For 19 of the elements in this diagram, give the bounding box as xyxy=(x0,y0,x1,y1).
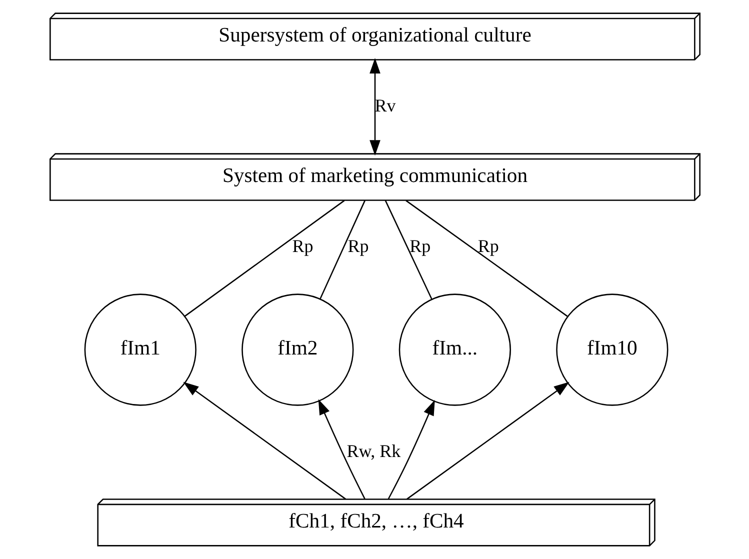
node-circle: fIm... xyxy=(398,294,510,406)
connector xyxy=(184,200,344,317)
arrow xyxy=(182,382,346,500)
arrow xyxy=(406,382,569,500)
edge-label: Rw, Rk xyxy=(346,441,400,462)
edge-label: Rp xyxy=(347,236,368,256)
node-circle: fIm10 xyxy=(556,294,668,406)
arrow xyxy=(369,58,380,156)
arrow xyxy=(387,400,434,500)
node-circle: fIm1 xyxy=(84,294,196,406)
edge-label: Rv xyxy=(374,96,396,116)
connector xyxy=(319,200,365,300)
arrow xyxy=(318,399,365,500)
node-circle: fIm2 xyxy=(241,294,354,406)
edge-label: Rp xyxy=(409,236,430,256)
connector xyxy=(405,200,568,317)
connector xyxy=(384,200,432,300)
edge-label: Rp xyxy=(477,236,498,256)
edge-label: Rp xyxy=(292,236,313,256)
